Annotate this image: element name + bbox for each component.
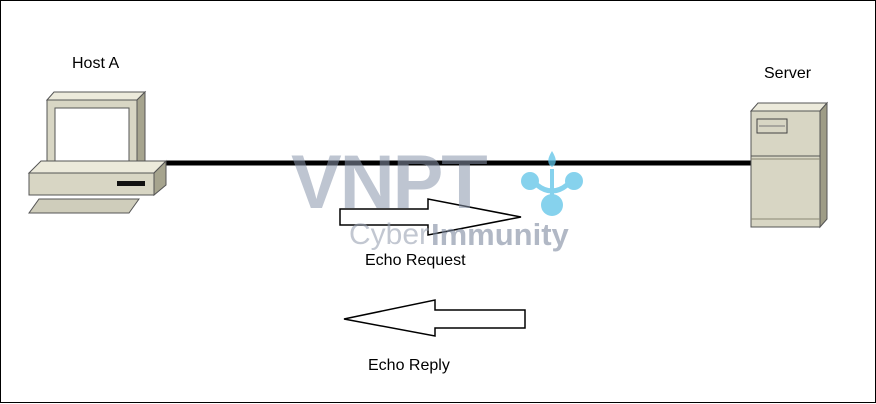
echo-reply-label: Echo Reply xyxy=(368,357,450,374)
server-label: Server xyxy=(764,65,812,82)
watermark-tagline-cyber: Cyber xyxy=(349,218,430,251)
desktop-computer-icon xyxy=(27,90,168,214)
host-a-label: Host A xyxy=(72,55,120,72)
left-arrow-icon xyxy=(343,299,526,337)
echo-request-label: Echo Request xyxy=(365,252,466,269)
watermark-tagline-immunity: Immunity xyxy=(431,217,569,252)
right-arrow-icon xyxy=(339,198,522,236)
watermark-brand: VNPT xyxy=(291,140,488,225)
server-tower-icon xyxy=(749,101,829,229)
watermark-logo xyxy=(521,151,583,216)
